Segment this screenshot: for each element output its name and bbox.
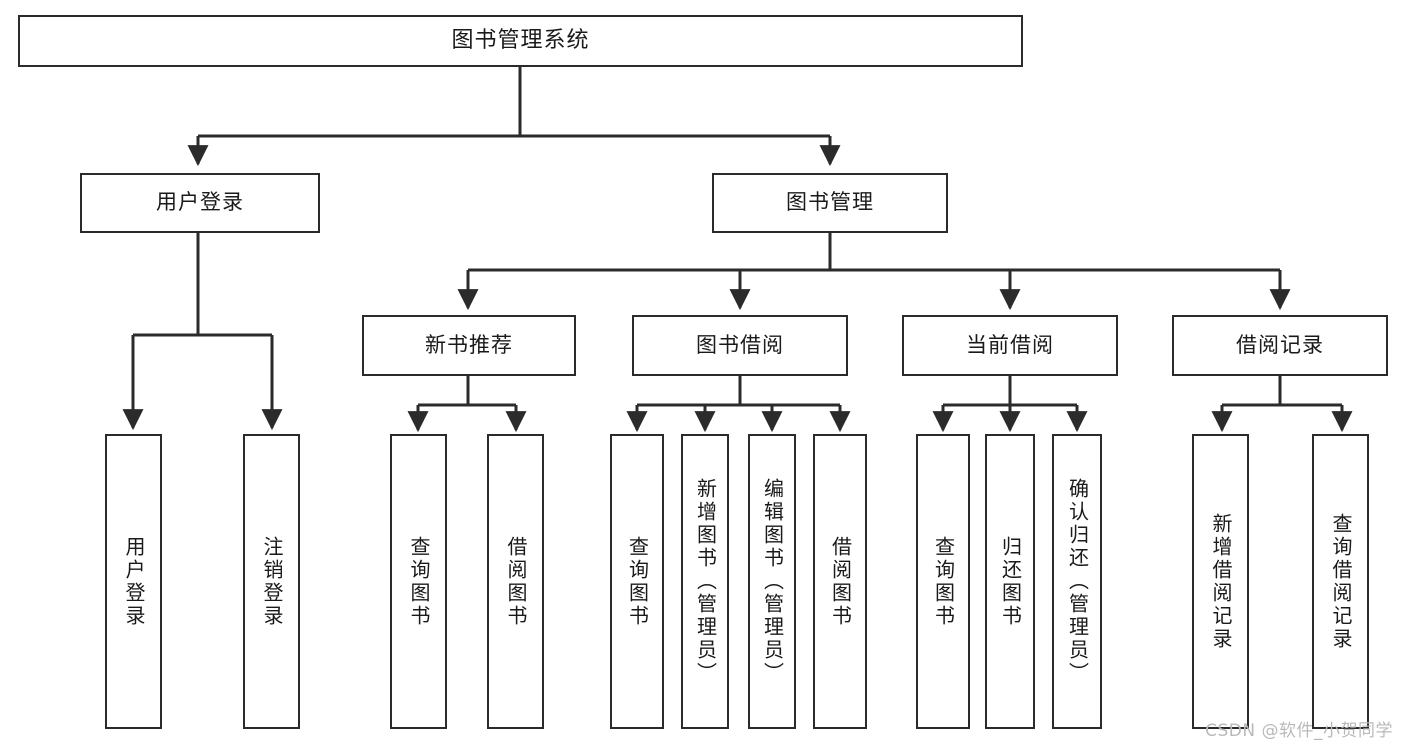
leaf-user-login-logout[interactable]: 注销登录 <box>243 434 300 729</box>
node-label: 归还图书 <box>998 535 1023 628</box>
node-label: 用户登录 <box>156 190 244 215</box>
node-new-book-recommend[interactable]: 新书推荐 <box>362 315 576 376</box>
node-label: 图书管理 <box>786 190 874 215</box>
leaf-book-borrow-query[interactable]: 查询图书 <box>610 434 664 729</box>
leaf-borrow-record-query[interactable]: 查询借阅记录 <box>1312 434 1369 729</box>
node-label: 编辑图书（管理员） <box>760 478 785 685</box>
node-label: 图书管理系统 <box>451 27 590 53</box>
node-label: 新增借阅记录 <box>1209 512 1233 651</box>
node-book-borrow[interactable]: 图书借阅 <box>632 315 848 376</box>
leaf-new-book-borrow[interactable]: 借阅图书 <box>487 434 544 729</box>
node-label: 借阅记录 <box>1236 332 1324 357</box>
leaf-current-borrow-confirm-return[interactable]: 确认归还（管理员） <box>1052 434 1102 729</box>
node-label: 图书借阅 <box>696 332 784 357</box>
leaf-book-borrow-borrow[interactable]: 借阅图书 <box>813 434 867 729</box>
node-label: 查询图书 <box>625 535 650 628</box>
node-label: 用户登录 <box>122 535 146 628</box>
node-label: 当前借阅 <box>966 332 1054 357</box>
node-label: 确认归还（管理员） <box>1065 478 1090 685</box>
node-label: 查询图书 <box>407 535 431 628</box>
node-label: 新增图书（管理员） <box>693 478 718 685</box>
node-book-management[interactable]: 图书管理 <box>712 173 948 233</box>
leaf-book-borrow-add[interactable]: 新增图书（管理员） <box>681 434 729 729</box>
node-label: 借阅图书 <box>828 535 853 628</box>
node-user-login[interactable]: 用户登录 <box>80 173 320 233</box>
leaf-user-login-login[interactable]: 用户登录 <box>105 434 162 729</box>
leaf-current-borrow-query[interactable]: 查询图书 <box>916 434 970 729</box>
leaf-borrow-record-add[interactable]: 新增借阅记录 <box>1192 434 1249 729</box>
node-borrow-record[interactable]: 借阅记录 <box>1172 315 1388 376</box>
node-root-system[interactable]: 图书管理系统 <box>18 15 1023 67</box>
node-label: 查询借阅记录 <box>1329 512 1353 651</box>
node-label: 新书推荐 <box>425 332 513 357</box>
leaf-book-borrow-edit[interactable]: 编辑图书（管理员） <box>748 434 796 729</box>
node-current-borrow[interactable]: 当前借阅 <box>902 315 1118 376</box>
leaf-current-borrow-return[interactable]: 归还图书 <box>985 434 1035 729</box>
node-label: 注销登录 <box>260 535 284 628</box>
node-label: 查询图书 <box>931 535 956 628</box>
watermark-text: CSDN @软件_小贺同学 <box>1205 721 1393 741</box>
node-label: 借阅图书 <box>504 535 528 628</box>
leaf-new-book-query[interactable]: 查询图书 <box>390 434 447 729</box>
